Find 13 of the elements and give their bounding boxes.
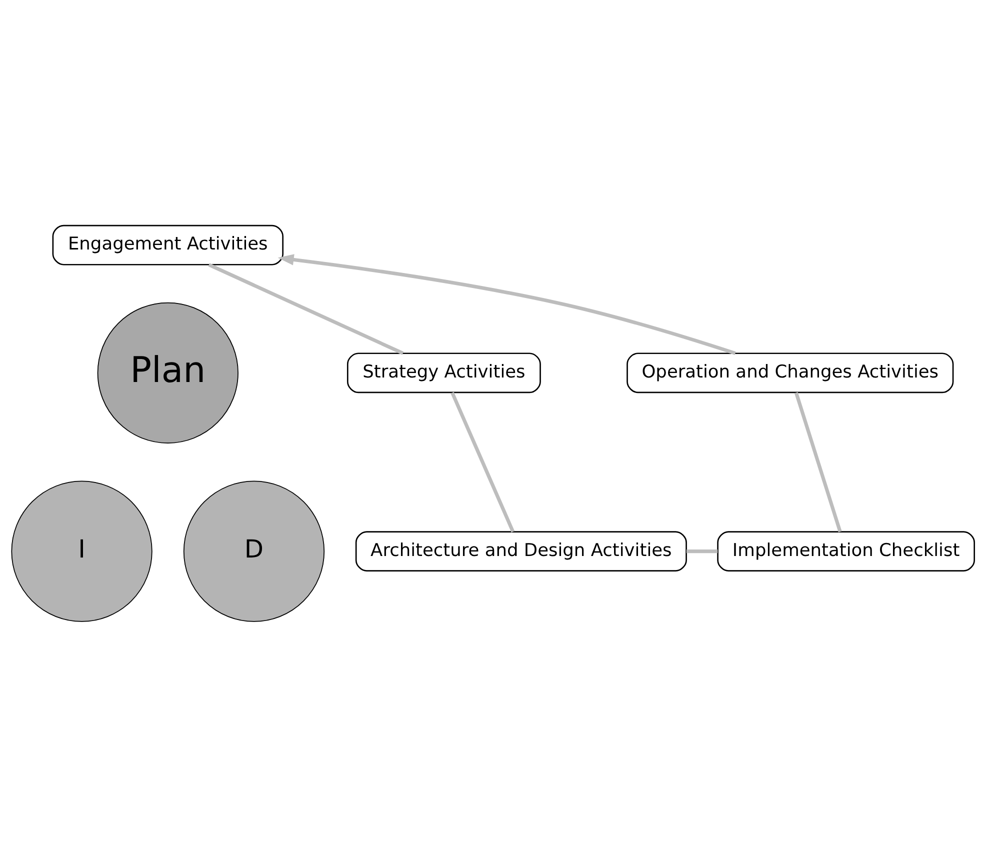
node-box: Operation and Changes Activities xyxy=(626,352,954,393)
node-circle: D xyxy=(183,480,325,622)
connector xyxy=(450,391,515,532)
node-circle: Plan xyxy=(97,302,238,443)
arrow xyxy=(278,254,736,354)
node-box: Engagement Activities xyxy=(52,224,284,265)
node-circle: I xyxy=(11,480,152,622)
connector xyxy=(686,549,718,553)
node-box: Architecture and Design Activities xyxy=(355,530,687,572)
connector xyxy=(208,262,404,354)
node-box: Implementation Checklist xyxy=(717,530,975,572)
node-box: Strategy Activities xyxy=(346,352,541,393)
connector xyxy=(794,392,842,532)
